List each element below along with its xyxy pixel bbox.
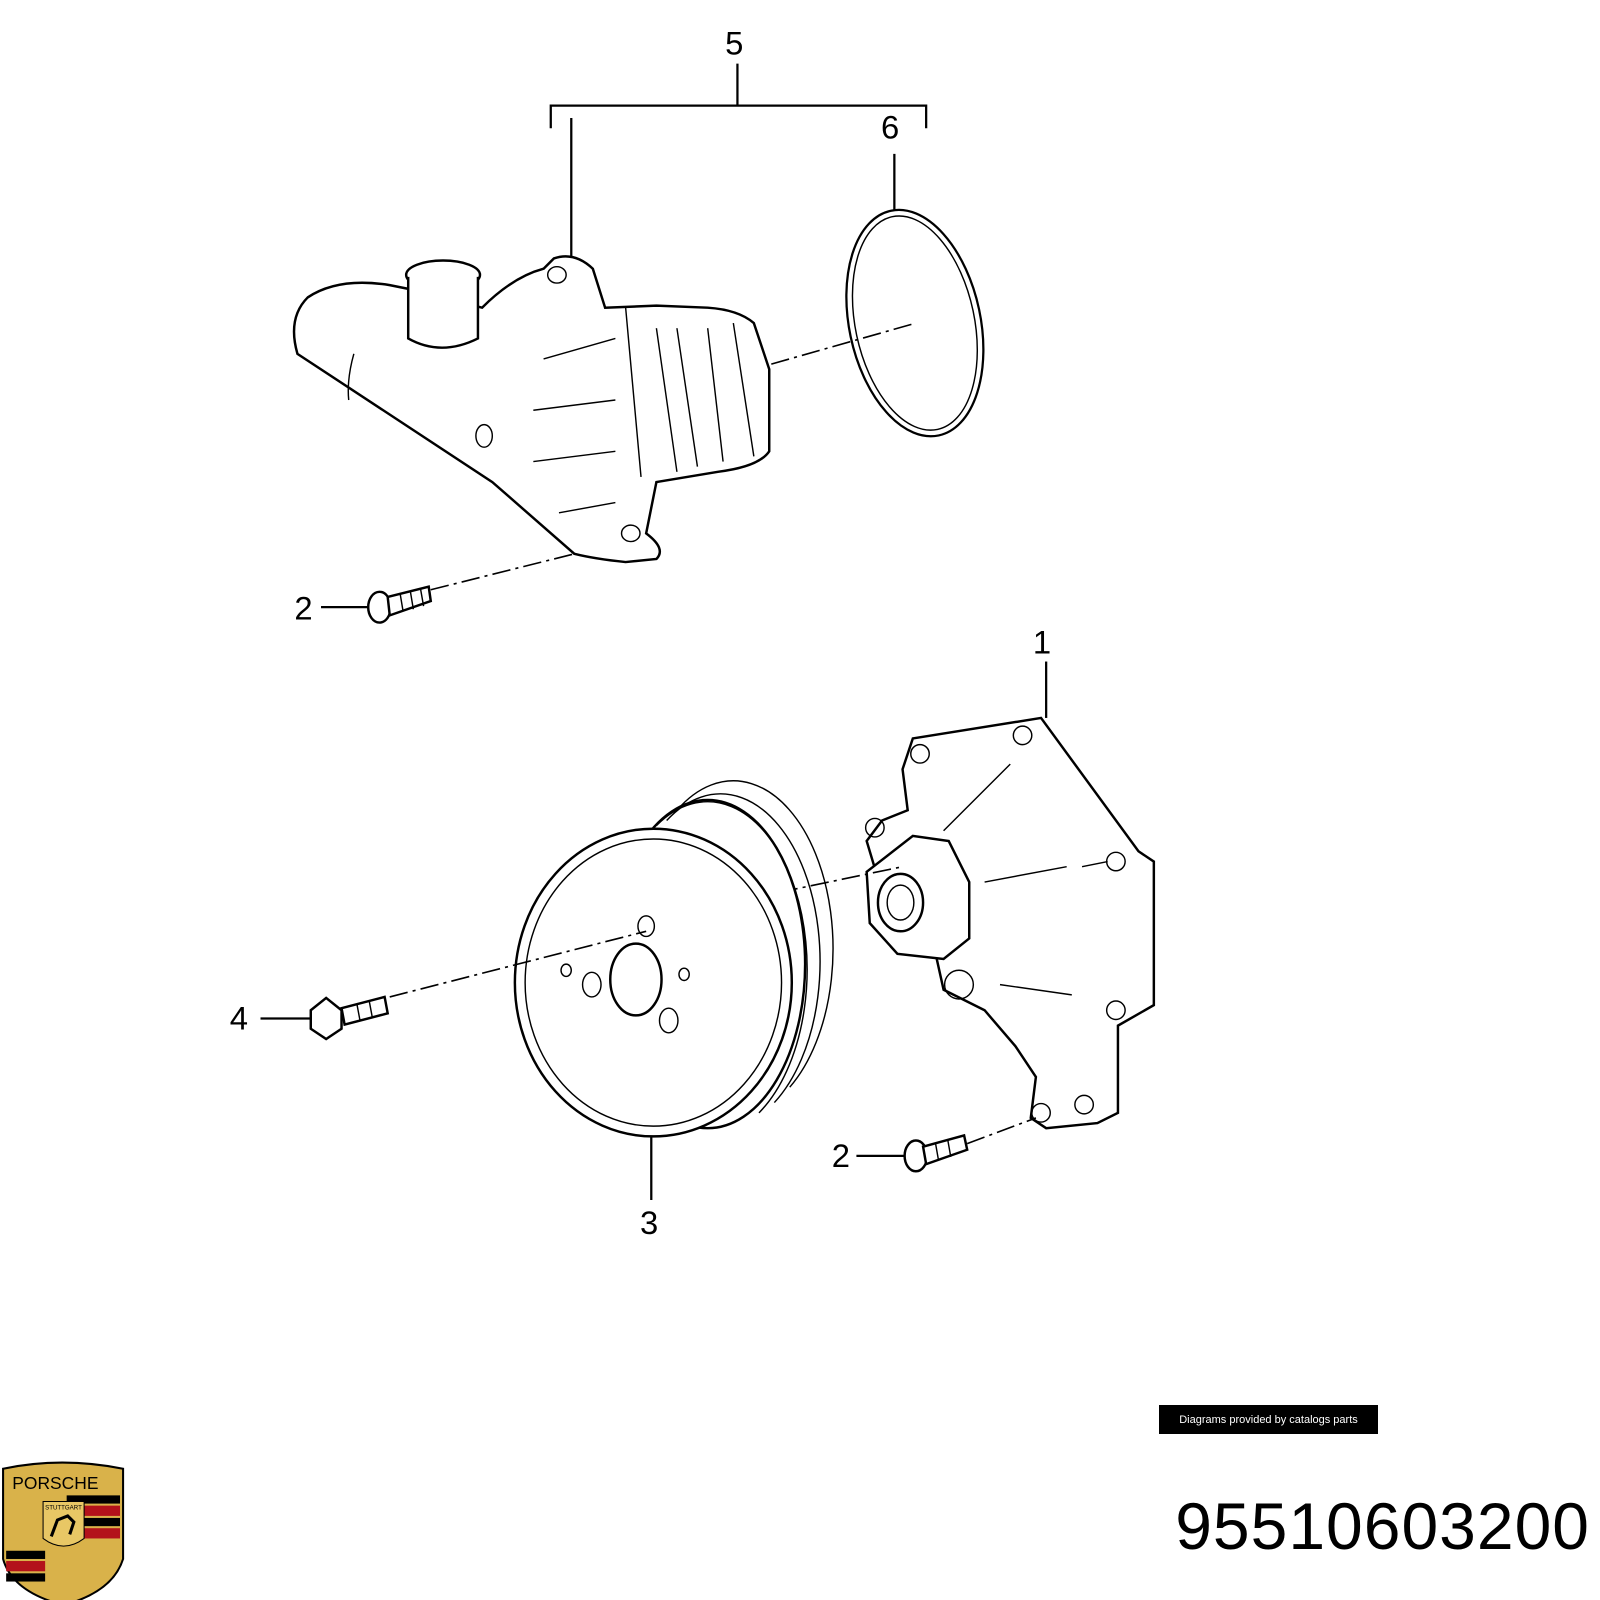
svg-text:PORSCHE: PORSCHE	[12, 1473, 98, 1493]
callout-bracket-5	[549, 63, 928, 257]
callout-1: 1	[1033, 623, 1051, 660]
bolt-2-top	[321, 585, 433, 624]
bolt-4	[260, 995, 390, 1041]
diagram-credit-badge: Diagrams provided by catalogs parts	[1159, 1405, 1378, 1434]
callout-3: 3	[640, 1204, 658, 1241]
porsche-crest-logo: PORSCHE STUTTGART	[2, 1461, 125, 1600]
water-pump	[864, 716, 1156, 1130]
callout-6: 6	[881, 108, 899, 145]
part-number: 95510603200	[1175, 1489, 1590, 1563]
callout-4: 4	[230, 1000, 248, 1037]
o-ring	[845, 208, 985, 438]
callout-2-top: 2	[294, 589, 312, 626]
bolt-2-bottom	[856, 1133, 969, 1173]
callout-2-bottom: 2	[832, 1137, 850, 1174]
callout-5: 5	[725, 24, 743, 61]
svg-text:STUTTGART: STUTTGART	[45, 1505, 82, 1512]
pulley	[513, 780, 834, 1138]
thermostat-housing	[292, 255, 771, 564]
